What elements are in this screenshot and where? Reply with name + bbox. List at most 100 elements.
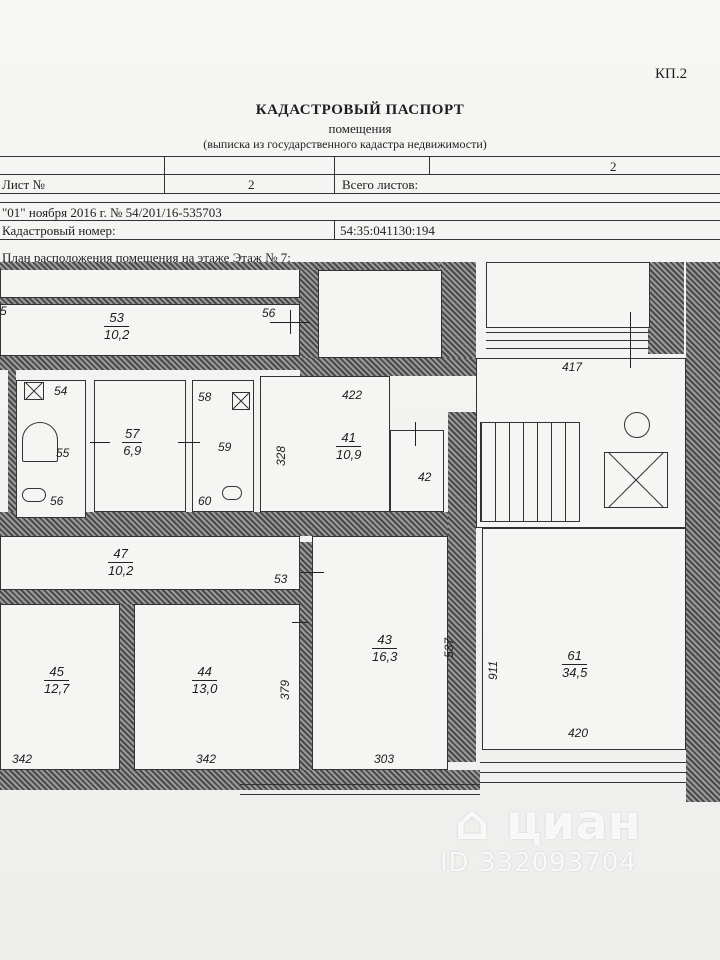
page-code: КП.2 bbox=[655, 66, 688, 82]
label-42: 42 bbox=[418, 470, 432, 484]
door-mark bbox=[300, 572, 324, 573]
label-59: 59 bbox=[218, 440, 232, 454]
room-41 bbox=[260, 376, 390, 512]
room-label-53: 53 10,2 bbox=[104, 310, 130, 342]
door-mark bbox=[630, 312, 631, 368]
document-subtitle: помещения bbox=[328, 121, 392, 136]
document-title: КАДАСТРОВЫЙ ПАСПОРТ bbox=[255, 102, 465, 118]
column-icon bbox=[624, 412, 650, 438]
room-area: 6,9 bbox=[123, 442, 142, 458]
railing bbox=[480, 772, 686, 773]
railing bbox=[480, 782, 686, 783]
label-53b: 53 bbox=[274, 572, 288, 586]
table-row-sheet: Лист № 2 Всего листов: bbox=[0, 174, 720, 194]
cadastral-label: Кадастровый номер: bbox=[2, 223, 116, 238]
room-area: 10,2 bbox=[104, 326, 130, 342]
label-56: 56 bbox=[262, 306, 276, 320]
wall bbox=[440, 262, 476, 362]
door-mark bbox=[178, 442, 200, 443]
sheet-value: 2 bbox=[248, 177, 255, 192]
floor-number: Этаж № 7: bbox=[232, 250, 291, 265]
total-sheets-value: 2 bbox=[610, 159, 617, 174]
dimension-911: 911 bbox=[486, 660, 500, 680]
table-cell bbox=[335, 157, 430, 175]
door-mark bbox=[290, 310, 291, 334]
plan-caption-text: План расположения помещения на этаже bbox=[2, 250, 230, 265]
toilet-icon bbox=[22, 488, 46, 502]
railing bbox=[486, 332, 650, 333]
wall bbox=[648, 262, 684, 354]
room-44 bbox=[134, 604, 300, 770]
room-top bbox=[0, 270, 300, 298]
railing bbox=[240, 794, 480, 795]
dimension-328: 328 bbox=[274, 445, 288, 466]
room-53 bbox=[0, 304, 300, 356]
label-417: 417 bbox=[562, 360, 583, 374]
wall bbox=[0, 356, 300, 370]
table-cell bbox=[0, 221, 335, 239]
wall bbox=[0, 770, 480, 790]
date-line: "01" ноября 2016 г. № 54/201/16-535703 bbox=[2, 205, 222, 220]
wall bbox=[300, 358, 480, 376]
room-label-57: 57 6,9 bbox=[122, 426, 143, 458]
door-mark bbox=[415, 422, 416, 446]
cian-logo-watermark: ⌂ циан bbox=[455, 795, 641, 851]
wall bbox=[686, 262, 720, 802]
table-row-cadastral: Кадастровый номер: 54:35:041130:194 bbox=[0, 220, 720, 240]
room-42 bbox=[390, 430, 444, 512]
table-row-blank: 2 bbox=[0, 156, 720, 175]
label-342b: 342 bbox=[196, 752, 217, 766]
room-area: 13,0 bbox=[192, 680, 218, 696]
label-54: 54 bbox=[54, 384, 68, 398]
room-number: 53 bbox=[104, 310, 130, 327]
room-top-right bbox=[318, 270, 442, 358]
room-number: 45 bbox=[44, 664, 70, 681]
listing-id-watermark: ID 332093704 bbox=[440, 848, 637, 878]
dimension-537: 537 bbox=[442, 637, 456, 658]
table-cell bbox=[165, 157, 335, 175]
cadastral-number: 54:35:041130:194 bbox=[340, 223, 435, 238]
railing bbox=[486, 348, 650, 349]
room-area: 10,9 bbox=[336, 446, 362, 462]
room-area: 12,7 bbox=[44, 680, 70, 696]
table-cell bbox=[0, 175, 165, 193]
label-342a: 342 bbox=[12, 752, 33, 766]
room-number: 47 bbox=[108, 546, 134, 563]
room-label-44: 44 13,0 bbox=[192, 664, 218, 696]
table-cell bbox=[165, 175, 335, 193]
label-420: 420 bbox=[568, 726, 589, 740]
room-number: 41 bbox=[336, 430, 362, 447]
total-sheets-label: Всего листов: bbox=[342, 177, 419, 192]
document-note: (выписка из государственного кадастра не… bbox=[203, 137, 487, 151]
shower-icon bbox=[24, 382, 44, 400]
room-label-47: 47 10,2 bbox=[108, 546, 134, 578]
room-label-61: 61 34,5 bbox=[562, 648, 588, 680]
room-lobby-top bbox=[486, 262, 650, 328]
room-number: 43 bbox=[372, 632, 398, 649]
label-56b: 56 bbox=[50, 494, 64, 508]
dimension-379: 379 bbox=[278, 679, 292, 700]
room-area: 16,3 bbox=[372, 648, 398, 664]
wall bbox=[448, 412, 476, 762]
plan-caption: План расположения помещения на этаже Эта… bbox=[2, 250, 291, 266]
shower-icon bbox=[232, 392, 250, 410]
floor-plan: 53 10,2 57 6,9 41 10,9 47 10,2 45 12,7 4… bbox=[0, 262, 720, 960]
toilet-icon bbox=[222, 486, 242, 500]
door-mark bbox=[292, 622, 308, 623]
staircase bbox=[480, 422, 580, 522]
wall bbox=[300, 270, 318, 360]
wall bbox=[120, 604, 134, 774]
label-5: 5 bbox=[0, 304, 7, 318]
room-label-43: 43 16,3 bbox=[372, 632, 398, 664]
room-number: 61 bbox=[562, 648, 588, 665]
wall bbox=[8, 370, 16, 520]
label-303: 303 bbox=[374, 752, 395, 766]
table-row-date: "01" ноября 2016 г. № 54/201/16-535703 bbox=[0, 202, 720, 221]
room-61 bbox=[482, 528, 686, 750]
label-55: 55 bbox=[56, 446, 70, 460]
label-422: 422 bbox=[342, 388, 363, 402]
room-45 bbox=[0, 604, 120, 770]
railing bbox=[480, 762, 686, 763]
bathtub-icon bbox=[22, 422, 58, 462]
